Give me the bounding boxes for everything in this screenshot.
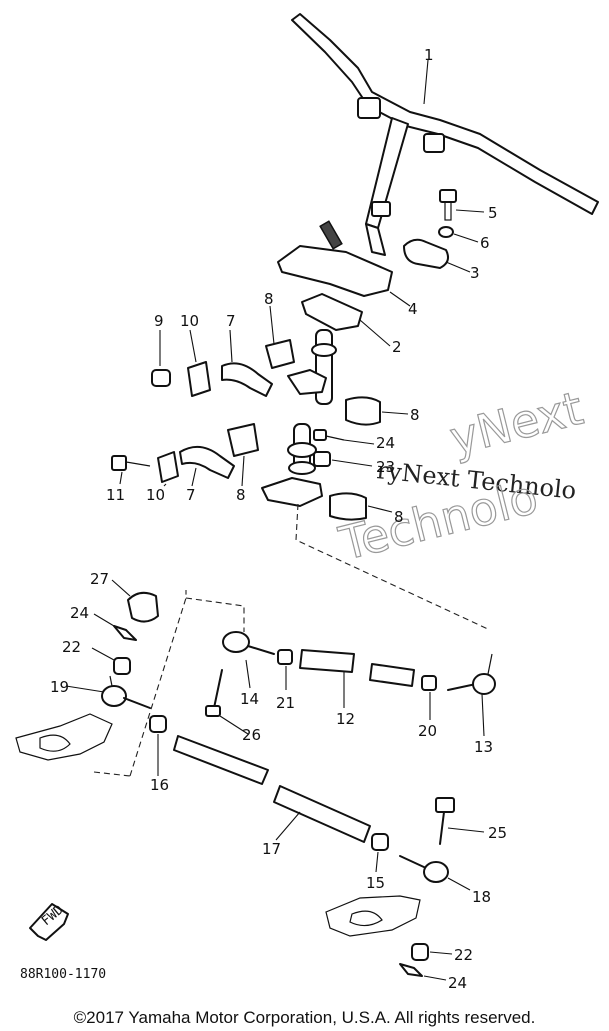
watermark-top: yNext <box>445 381 588 466</box>
nut-16 <box>149 715 167 733</box>
bolt-25 <box>435 797 455 845</box>
nut-22-right <box>411 943 429 961</box>
callout-16: 16 <box>150 776 169 794</box>
callout-10-lower: 10 <box>146 486 165 504</box>
callout-8-right-lower: 8 <box>394 508 404 526</box>
tie-rod-end-18 <box>399 855 449 883</box>
callout-24-right: 24 <box>448 974 467 992</box>
callout-6: 6 <box>480 234 490 252</box>
bushing-8-right-lower <box>329 492 367 521</box>
tie-rod-end-19 <box>101 675 151 709</box>
callout-15: 15 <box>366 874 385 892</box>
callout-26: 26 <box>242 726 261 744</box>
tie-rod-end-14 <box>222 631 275 655</box>
tube-right <box>369 663 415 687</box>
tie-rod-left <box>173 735 269 785</box>
callout-14: 14 <box>240 690 259 708</box>
callout-7-upper: 7 <box>226 312 236 330</box>
callout-21: 21 <box>276 694 295 712</box>
fwd-arrow-icon: FWD <box>29 902 69 941</box>
callout-3: 3 <box>470 264 480 282</box>
callout-20: 20 <box>418 722 437 740</box>
nut-15 <box>371 833 389 851</box>
nut-21 <box>277 649 293 665</box>
steering-column-upper-2 <box>301 293 363 331</box>
bolt-26 <box>205 669 223 717</box>
tie-rod-end-13 <box>447 653 496 695</box>
callout-10-upper: 10 <box>180 312 199 330</box>
callout-7-lower: 7 <box>186 486 196 504</box>
bushing-8-upper <box>265 339 295 369</box>
nut-22-left <box>113 657 131 675</box>
callout-8-upper-left: 8 <box>264 290 274 308</box>
plate-10-upper <box>187 361 211 397</box>
callout-18: 18 <box>472 888 491 906</box>
callout-24-left: 24 <box>70 604 89 622</box>
column-holder-4 <box>277 245 393 297</box>
callout-2: 2 <box>392 338 402 356</box>
callout-19: 19 <box>50 678 69 696</box>
handlebar <box>291 13 599 256</box>
bolt-5 <box>439 189 457 221</box>
nut-9 <box>151 369 171 387</box>
callout-1: 1 <box>424 46 434 64</box>
callout-4: 4 <box>408 300 418 318</box>
callout-13: 13 <box>474 738 493 756</box>
handlebar-holder-3 <box>403 238 449 269</box>
cotter-24-left <box>113 625 137 641</box>
callout-12: 12 <box>336 710 355 728</box>
callout-24-mid: 24 <box>376 434 395 452</box>
clamp-7-upper <box>221 362 273 397</box>
bolt-24-mid <box>313 429 345 441</box>
callout-11: 11 <box>106 486 125 504</box>
callout-8-lower-left: 8 <box>236 486 246 504</box>
knuckle-left <box>15 713 113 761</box>
nut-23 <box>313 451 331 467</box>
plate-10-lower <box>157 451 179 483</box>
callout-8-right-upper: 8 <box>410 406 420 424</box>
knuckle-right <box>325 895 421 937</box>
steering-column <box>261 329 337 507</box>
callout-5: 5 <box>488 204 498 222</box>
drawing-code: 88R100-1170 <box>20 967 106 982</box>
washer-6 <box>438 226 454 238</box>
tube-12 <box>299 649 355 673</box>
bushing-8-right-upper <box>345 396 381 426</box>
callout-17: 17 <box>262 840 281 858</box>
nut-20 <box>421 675 437 691</box>
cap-27 <box>127 591 159 623</box>
tie-rod-17 <box>273 785 371 843</box>
bolt-11 <box>111 455 151 471</box>
bushing-8-lower <box>227 423 259 457</box>
linkage-dashed-line <box>295 503 491 631</box>
callout-27: 27 <box>90 570 109 588</box>
callout-25: 25 <box>488 824 507 842</box>
copyright-notice: ©2017 Yamaha Motor Corporation, U.S.A. A… <box>73 1008 536 1027</box>
bracket-dashed <box>129 590 245 777</box>
callout-numbers: 1 2 3 4 5 6 7 7 8 8 8 8 9 10 10 11 12 13… <box>50 46 507 992</box>
callout-22-right: 22 <box>454 946 473 964</box>
clamp-7-lower <box>179 445 235 479</box>
cotter-24-right <box>399 963 423 977</box>
callout-22-left: 22 <box>62 638 81 656</box>
callout-23: 23 <box>376 458 395 476</box>
callout-9: 9 <box>154 312 164 330</box>
